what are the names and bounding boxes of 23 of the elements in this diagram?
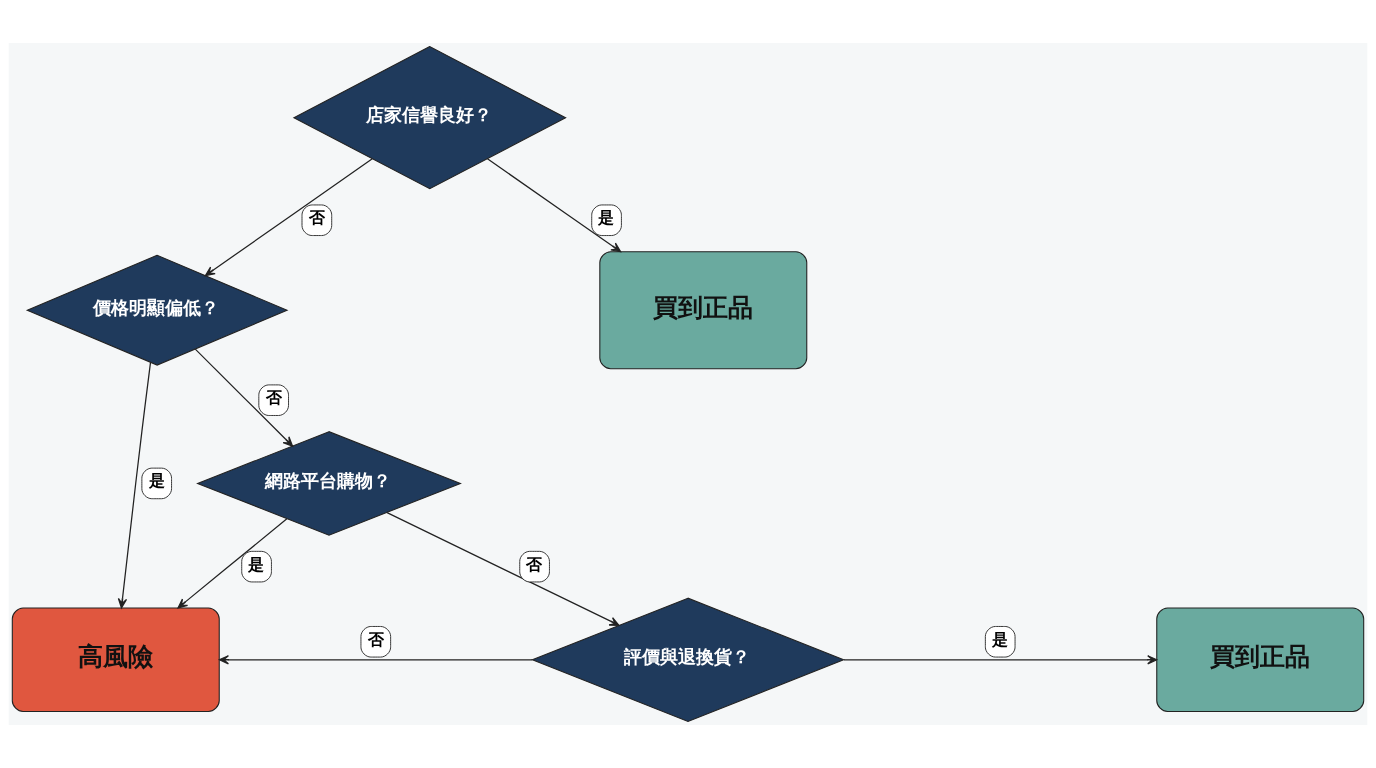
arrow bbox=[218, 655, 533, 665]
node-diamond: 評價與退換貨？ bbox=[530, 597, 846, 722]
edge-label: 否 bbox=[526, 554, 543, 574]
arrow bbox=[194, 348, 294, 447]
arrow bbox=[486, 158, 622, 253]
edge-label: 否 bbox=[265, 388, 282, 408]
arrow bbox=[177, 518, 288, 609]
node-diamond: 價格明顯偏低？ bbox=[25, 254, 289, 366]
edge-label: 是 bbox=[148, 471, 165, 491]
edge-label: 否 bbox=[367, 629, 384, 649]
node-diamond: 網路平台購物？ bbox=[196, 431, 462, 536]
edge-label: 是 bbox=[248, 554, 265, 574]
node-box: 買到正品 bbox=[599, 251, 808, 370]
edge-label: 是 bbox=[992, 629, 1009, 649]
node-box: 高風險 bbox=[11, 607, 220, 713]
arrow bbox=[386, 511, 620, 626]
edge-label: 否 bbox=[308, 208, 325, 228]
arrow bbox=[204, 158, 373, 277]
node-box: 買到正品 bbox=[1156, 607, 1365, 713]
arrow bbox=[843, 655, 1158, 665]
node-diamond: 店家信譽良好？ bbox=[292, 46, 567, 190]
edge-label: 是 bbox=[598, 208, 615, 228]
arrow bbox=[117, 361, 152, 609]
